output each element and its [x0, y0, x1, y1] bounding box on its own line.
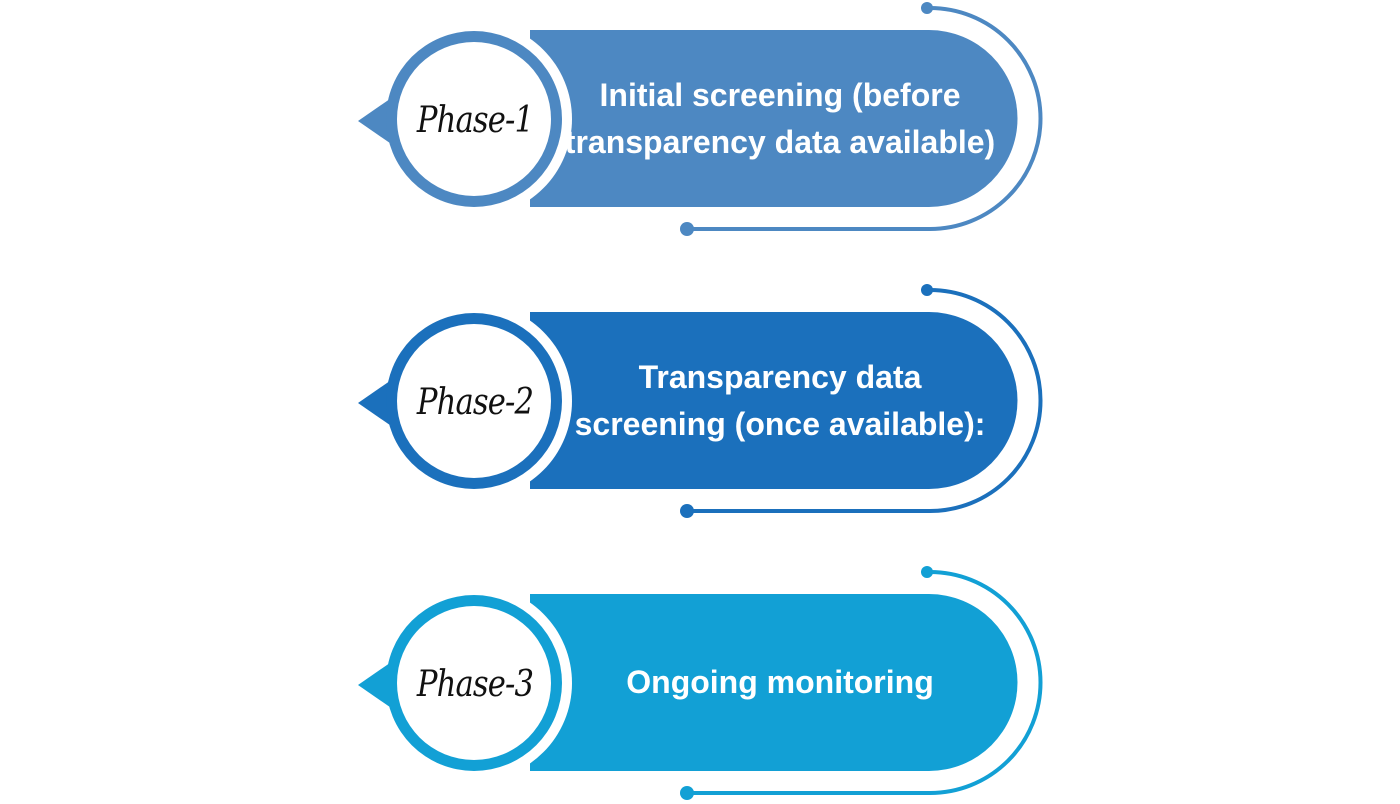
connector-arc: [687, 288, 1043, 513]
phase-label: Phase-1: [416, 99, 534, 141]
phase-shape: [358, 2, 1043, 236]
arc-end-dot: [680, 786, 694, 800]
arc-start-dot: [921, 2, 933, 14]
arc-start-dot: [921, 284, 933, 296]
phase-2-step: Phase-2 Transparency data screening (onc…: [0, 282, 1400, 522]
description-pill: [530, 594, 1018, 771]
arc-start-dot: [921, 566, 933, 578]
phase-circle: [397, 606, 551, 760]
phase-label: Phase-3: [416, 663, 534, 705]
phase-circle: [397, 324, 551, 478]
description-pill: [530, 30, 1018, 207]
phase-shape: [358, 566, 1043, 800]
phase-shape: [358, 284, 1043, 518]
arc-end-dot: [680, 504, 694, 518]
phase-circle: [397, 42, 551, 196]
phase-label: Phase-2: [416, 381, 534, 423]
phase-description: Initial screening (before transparency d…: [564, 76, 996, 160]
phase-description: Ongoing monitoring: [626, 664, 934, 700]
phase-1-step: Phase-1 Initial screening (before transp…: [0, 0, 1400, 240]
phase-3-step: Phase-3 Ongoing monitoring: [0, 564, 1400, 804]
connector-arc: [687, 6, 1043, 231]
arc-end-dot: [680, 222, 694, 236]
description-pill: [530, 312, 1018, 489]
connector-arc: [687, 570, 1043, 795]
phase-description: Transparency data screening (once availa…: [574, 358, 986, 442]
